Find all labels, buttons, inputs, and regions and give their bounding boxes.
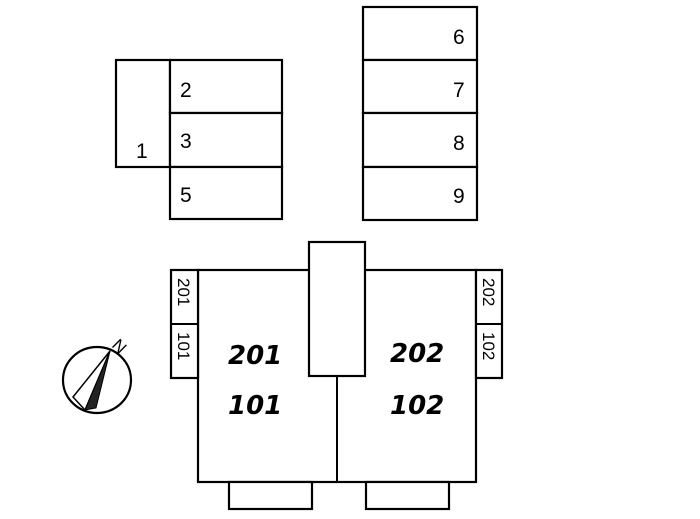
parking-label-7: 7 <box>453 79 465 102</box>
parking-space-7 <box>361 58 479 115</box>
parking-label-3: 3 <box>180 130 192 153</box>
stairwell <box>307 240 367 378</box>
unit-label-202: 202 <box>390 339 444 369</box>
parking-label-5: 5 <box>180 184 192 207</box>
mailbox-label-201: 201 <box>174 278 193 306</box>
parking-space-5 <box>168 165 284 221</box>
parking-right-group: 6 7 8 9 <box>361 5 479 222</box>
parking-label-1: 1 <box>136 140 148 163</box>
mailbox-label-102: 102 <box>479 332 498 360</box>
parking-label-2: 2 <box>180 79 192 102</box>
parking-left-group: 1 2 3 5 <box>114 58 284 221</box>
compass-needle-fill <box>84 350 111 411</box>
unit-label-101: 101 <box>228 391 282 421</box>
mailbox-label-101: 101 <box>174 332 193 360</box>
parking-space-1 <box>114 58 172 169</box>
unit-label-201: 201 <box>228 341 282 371</box>
unit-label-102: 102 <box>390 391 444 421</box>
parking-label-9: 9 <box>453 185 465 208</box>
parking-label-6: 6 <box>453 26 465 49</box>
apartment-building: 201 101 202 102 201 101 202 102 <box>169 240 504 511</box>
mailbox-label-202: 202 <box>479 278 498 306</box>
parking-space-2 <box>168 58 284 115</box>
parking-space-9 <box>361 165 479 222</box>
balcony-left <box>227 480 314 511</box>
compass-rose: N <box>61 335 133 415</box>
parking-label-8: 8 <box>453 132 465 155</box>
balcony-right <box>364 480 451 511</box>
